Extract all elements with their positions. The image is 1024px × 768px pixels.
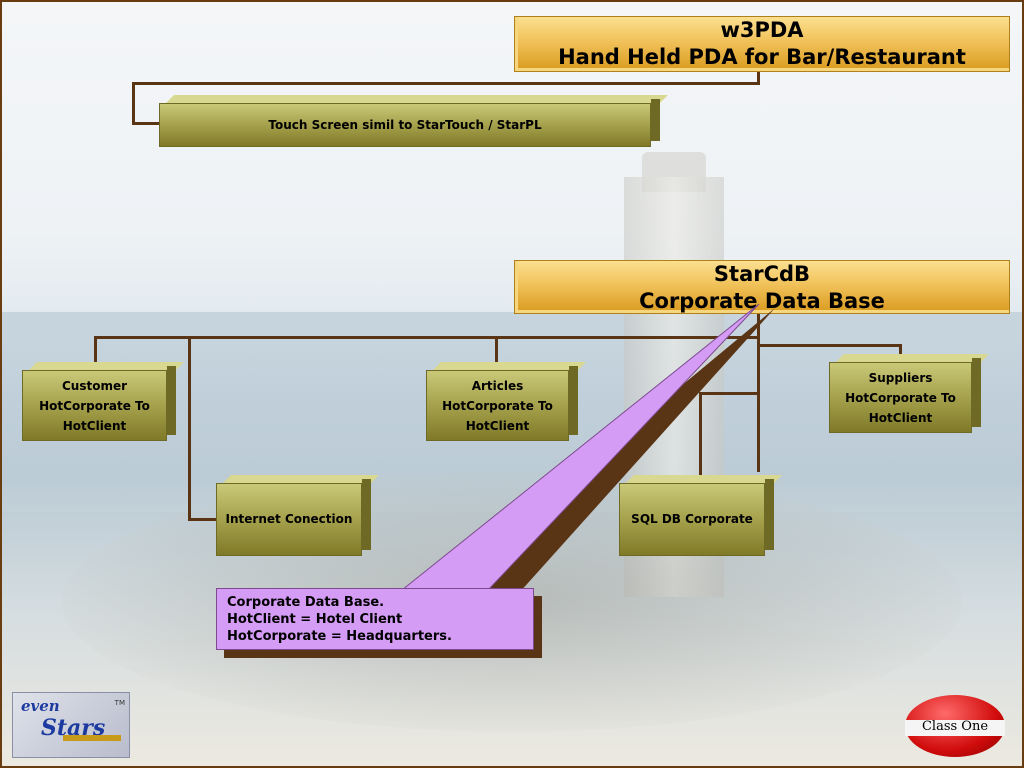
callout-pointer-shape (400, 303, 760, 591)
callout-line-3: HotCorporate = Headquarters. (227, 629, 452, 644)
articles-node: Articles HotCorporate To HotClient (426, 366, 578, 441)
connector-to-touch (132, 122, 160, 125)
articles-detail-2: HotClient (465, 419, 530, 433)
connector-top-left-vertical (132, 82, 135, 125)
customer-node: Customer HotCorporate To HotClient (22, 366, 176, 441)
connector-db-horizontal (94, 336, 760, 339)
callout-line-1: Corporate Data Base. (227, 595, 385, 610)
sql-node: SQL DB Corporate (619, 479, 774, 556)
customer-label: Customer (61, 379, 128, 393)
logo-word-seven: even (21, 697, 60, 715)
suppliers-detail-2: HotClient (868, 411, 933, 425)
touch-screen-box: Touch Screen simil to StarTouch / StarPL (159, 99, 660, 147)
articles-detail-1: HotCorporate To (442, 399, 553, 413)
w3pda-title: w3PDA (720, 18, 804, 42)
seven-stars-logo: even Stars TM (12, 692, 130, 758)
articles-label: Articles (471, 379, 524, 393)
customer-detail-2: HotClient (62, 419, 127, 433)
starcdb-title: StarCdB (713, 262, 811, 286)
sql-label: SQL DB Corporate (631, 512, 753, 526)
starcdb-title-box: StarCdB Corporate Data Base (514, 260, 1010, 314)
touch-screen-label: Touch Screen simil to StarTouch / StarPL (268, 118, 542, 132)
badge-text: Class One (921, 719, 989, 734)
connector-sql-vertical (699, 392, 702, 477)
class-one-badge: Class One (905, 695, 1005, 757)
connector-sql-horizontal (699, 392, 760, 395)
w3pda-subtitle: Hand Held PDA for Bar/Restaurant (558, 45, 966, 69)
connector-articles (495, 336, 498, 366)
badge-band (905, 720, 1005, 736)
callout-line-2: HotClient = Hotel Client (227, 612, 403, 627)
connector-top-down (757, 70, 760, 84)
customer-detail-1: HotCorporate To (39, 399, 150, 413)
suppliers-label: Suppliers (868, 371, 933, 385)
connector-suppliers-vertical (899, 344, 902, 358)
connector-suppliers-horizontal (757, 344, 902, 347)
connector-internet-vertical (188, 336, 191, 520)
suppliers-node: Suppliers HotCorporate To HotClient (829, 358, 981, 433)
logo-trademark: TM (114, 699, 125, 707)
w3pda-title-box: w3PDA Hand Held PDA for Bar/Restaurant (514, 16, 1010, 72)
connector-customer (94, 336, 97, 366)
suppliers-detail-1: HotCorporate To (845, 391, 956, 405)
logo-stripe (63, 735, 121, 741)
internet-node: Internet Conection (216, 479, 371, 556)
starcdb-subtitle: Corporate Data Base (639, 289, 885, 313)
internet-label: Internet Conection (225, 512, 353, 526)
connector-top-horizontal (132, 82, 760, 85)
callout-note: Corporate Data Base. HotClient = Hotel C… (216, 588, 534, 650)
connector-internet-horizontal (188, 518, 216, 521)
